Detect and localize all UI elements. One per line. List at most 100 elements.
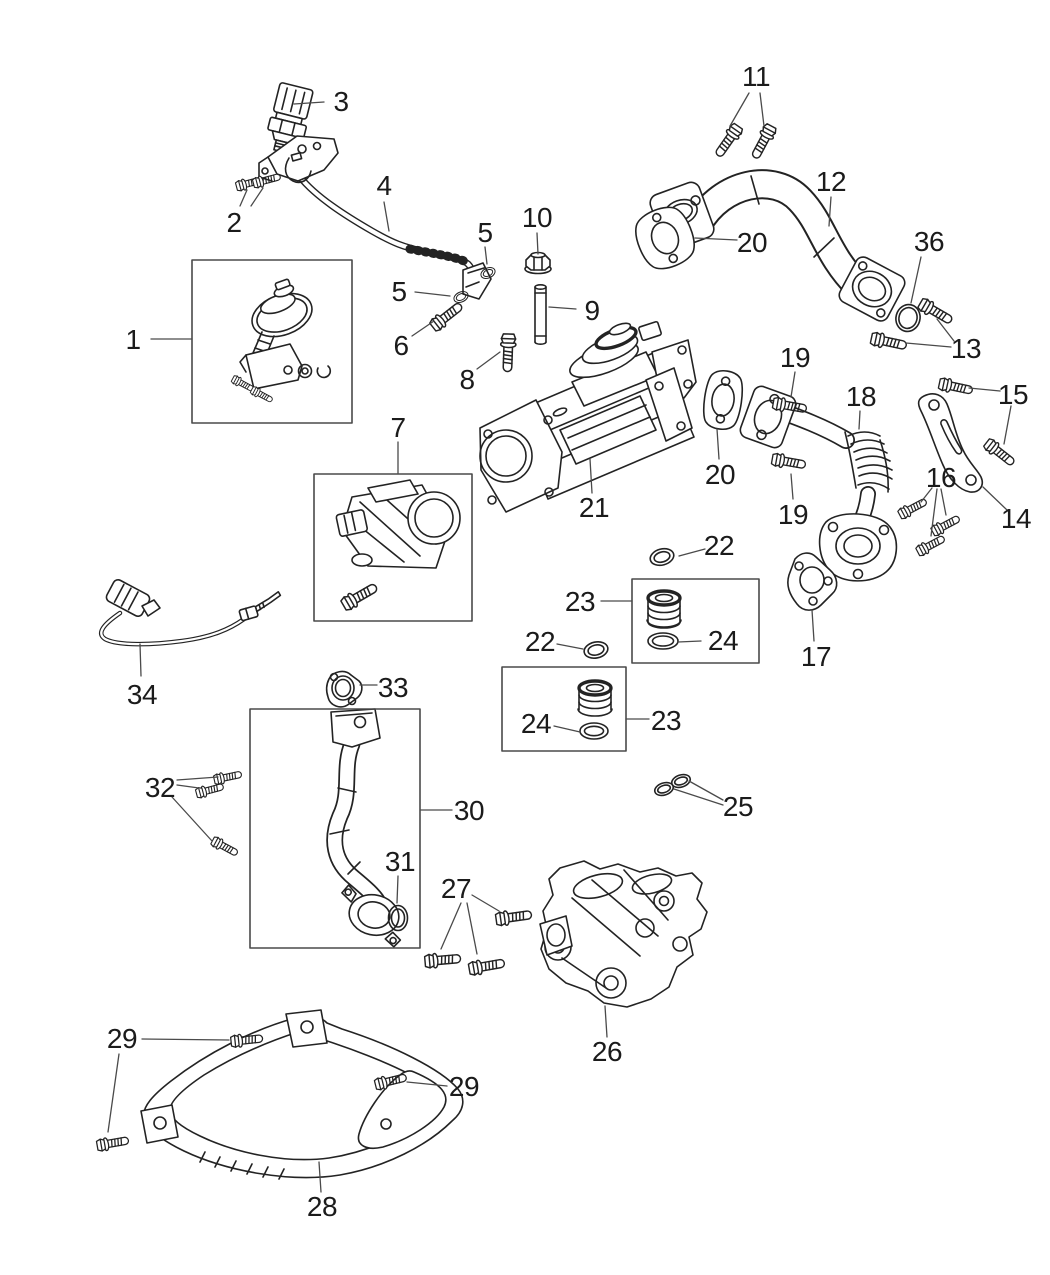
leader-line: [1003, 405, 1012, 445]
part-27-bolts: [423, 906, 534, 977]
callout-label: 24: [521, 708, 551, 739]
part-6-fitting-bolt: [427, 298, 466, 334]
callout-label: 30: [454, 795, 484, 826]
part-12-crossover-pipe: [649, 169, 906, 322]
leader-line: [250, 187, 264, 207]
callout-label: 4: [376, 170, 391, 201]
callout-label: 19: [778, 499, 808, 530]
callout-label: 3: [333, 86, 348, 117]
callout-label: 14: [1001, 503, 1031, 534]
leader-line: [293, 101, 325, 105]
leader-line: [678, 548, 706, 557]
leader-line: [811, 609, 815, 642]
part-16-bolts: [896, 495, 963, 558]
leader-line: [920, 487, 933, 503]
kit-boxes: [191, 259, 760, 949]
callout-label: 16: [926, 462, 956, 493]
callout-label: 34: [127, 679, 157, 710]
leader-line: [930, 488, 938, 537]
callout-label: 13: [951, 333, 981, 364]
part-36-oring: [895, 303, 921, 333]
part-30-tube: [326, 708, 402, 948]
callout-label: 27: [441, 873, 471, 904]
leader-line: [940, 488, 947, 516]
callout-label: 15: [998, 379, 1028, 410]
leader-line: [139, 643, 142, 677]
callout-label: 22: [525, 626, 555, 657]
callout-label: 29: [449, 1071, 479, 1102]
leader-line: [604, 1005, 608, 1038]
leader-line: [694, 237, 738, 241]
leader-line: [729, 92, 750, 127]
part-8-bolt: [498, 332, 518, 373]
leader-lines: [107, 92, 1012, 1193]
leader-line: [677, 640, 702, 643]
callout-labels: 1234556789101112131415161718191920202122…: [107, 61, 1032, 1222]
leader-line: [176, 776, 219, 781]
part-32-bolts: [194, 768, 244, 859]
leader-line: [910, 256, 922, 304]
callout-label: 8: [459, 364, 474, 395]
part-33-flange: [325, 670, 363, 708]
part-17-gasket: [787, 552, 838, 611]
callout-label: 25: [723, 791, 753, 822]
part-24-oring: [647, 632, 679, 650]
callout-label: 19: [780, 342, 810, 373]
part-23-bushing: [646, 589, 682, 629]
part-20-gasket: [702, 369, 744, 431]
leader-line: [790, 371, 796, 398]
leader-line: [471, 894, 500, 912]
part-25-orings: [653, 773, 692, 797]
leader-line: [476, 351, 501, 370]
callout-label: 6: [393, 330, 408, 361]
part-24-oring: [579, 722, 609, 740]
callout-label: 12: [816, 166, 846, 197]
leader-line: [176, 784, 200, 789]
leader-line: [673, 788, 724, 806]
leader-line: [536, 232, 539, 255]
part-4-bracket: [258, 135, 339, 184]
callout-label: 32: [145, 772, 175, 803]
leader-line: [688, 780, 724, 801]
callout-label: 31: [385, 846, 415, 877]
callout-label: 2: [226, 207, 241, 238]
part-26-mounting-bracket: [539, 860, 708, 1008]
kit-box-23: [501, 666, 627, 752]
leader-line: [383, 201, 390, 232]
leader-line: [466, 902, 478, 955]
callout-label: 24: [708, 625, 738, 656]
callout-label: 29: [107, 1023, 137, 1054]
callout-label: 23: [651, 705, 681, 736]
callout-label: 9: [584, 295, 599, 326]
part-22-oring: [647, 545, 677, 569]
callout-label: 17: [801, 641, 831, 672]
callout-label: 7: [390, 412, 405, 443]
kit-box-7: [313, 473, 473, 622]
leader-line: [396, 875, 399, 904]
part-23-bushing: [577, 679, 613, 717]
kit-box-1: [191, 259, 353, 424]
callout-label: 5: [391, 276, 406, 307]
part-28-heat-shield: [140, 1009, 464, 1180]
part-31-oring: [387, 904, 409, 932]
leader-line: [440, 902, 462, 950]
callout-label: 20: [705, 459, 735, 490]
leader-line: [107, 1053, 120, 1133]
callout-label: 26: [592, 1036, 622, 1067]
leader-line: [141, 1038, 230, 1041]
callout-label: 36: [914, 226, 944, 257]
part-20-gasket: [635, 206, 695, 270]
leader-line: [858, 410, 861, 430]
callout-label: 11: [742, 61, 770, 92]
part-14-support-bracket: [917, 393, 984, 493]
leader-line: [318, 1161, 322, 1193]
callout-label: 1: [125, 324, 140, 355]
leader-line: [716, 428, 720, 460]
leader-line: [759, 92, 765, 127]
leader-line: [414, 291, 451, 297]
leader-line: [556, 643, 584, 650]
leader-line: [548, 306, 577, 310]
part-34-temp-sensor: [99, 578, 282, 647]
callout-label: 28: [307, 1191, 337, 1222]
